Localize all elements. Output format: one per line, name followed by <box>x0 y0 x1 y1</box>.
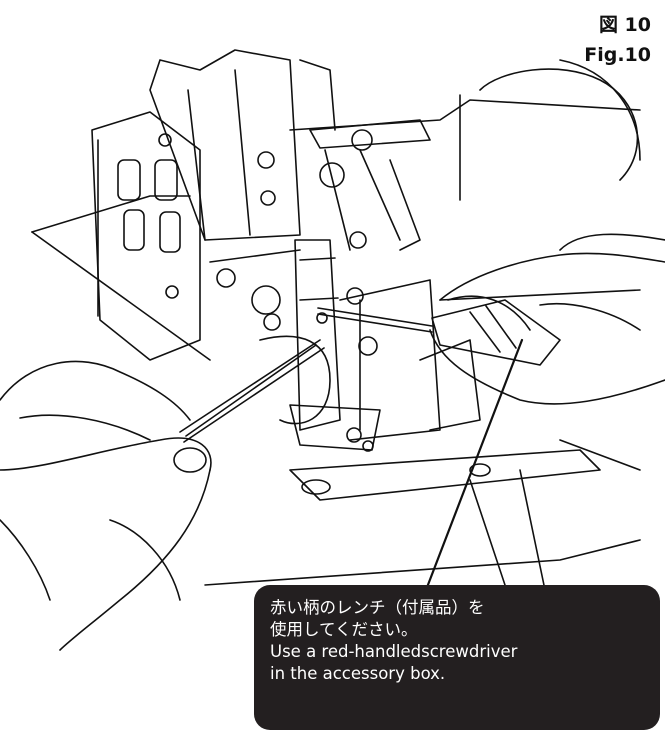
screwdriver <box>316 299 561 366</box>
presser-assembly <box>209 119 481 452</box>
callout-line-jp-1: 赤い柄のレンチ（付属品）を <box>270 598 485 617</box>
tweezers <box>179 339 325 443</box>
left-hand <box>0 360 212 651</box>
instruction-callout: 赤い柄のレンチ（付属品）を 使用してください。 Use a red-handle… <box>254 585 660 730</box>
callout-line-en-2: in the accessory box. <box>270 664 446 683</box>
leader-line <box>424 338 524 592</box>
machine-bed <box>31 195 641 601</box>
callout-line-jp-2: 使用してください。 <box>270 620 418 639</box>
callout-line-en-1: Use a red-handledscrewdriver <box>270 642 518 661</box>
figure-number-jp: 図 10 <box>598 14 651 36</box>
machine-housing <box>149 49 641 241</box>
figure-number-en: Fig.10 <box>584 44 651 66</box>
right-hand <box>429 233 665 405</box>
machine-frame-left <box>91 111 201 361</box>
